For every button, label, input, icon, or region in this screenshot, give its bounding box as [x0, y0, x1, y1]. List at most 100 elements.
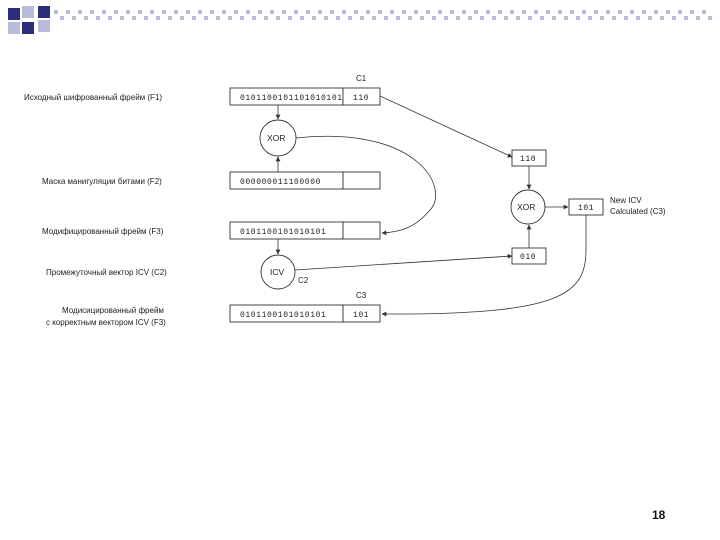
header-checker-square [558, 10, 562, 14]
side-box-top-value: 110 [520, 155, 536, 164]
label-final-frame-line1: Модисицированный фрейм [62, 306, 164, 315]
header-checker-square [444, 16, 448, 20]
header-checker-square [294, 10, 298, 14]
header-checker-square [300, 16, 304, 20]
header-checker-square [276, 16, 280, 20]
f1-icv: 110 [353, 94, 369, 103]
header-checker-square [252, 16, 256, 20]
f1-icv-box [342, 87, 381, 106]
header-checker-square [198, 10, 202, 14]
header-checker-square [630, 10, 634, 14]
header-checker-square [660, 16, 664, 20]
arrow-result-to-final [381, 215, 587, 317]
header-checker-square [666, 10, 670, 14]
header-checker-square [540, 16, 544, 20]
f3-bits: 0101100101010101 [240, 228, 326, 237]
header-checker-square [582, 10, 586, 14]
header-checker-square [162, 10, 166, 14]
header-checker-square [522, 10, 526, 14]
header-checker-square [84, 16, 88, 20]
header-checker-square [144, 16, 148, 20]
arrow-c1-to-side-top [379, 95, 513, 158]
header-checker-square [186, 10, 190, 14]
header-checker-square [516, 16, 520, 20]
header-checker-square [486, 10, 490, 14]
header-checker-square [528, 16, 532, 20]
final-bits: 0101100101010101 [240, 311, 326, 320]
label-c2: Промежуточный вектор ICV (C2) [46, 268, 167, 277]
header-checker-square [456, 16, 460, 20]
arrow-xor-to-f3 [295, 136, 437, 236]
header-checker-square [258, 10, 262, 14]
header-checker-square [342, 10, 346, 14]
header-checker-square [636, 16, 640, 20]
header-checker-square [72, 16, 76, 20]
slide-header-decoration [8, 6, 712, 34]
label-f1: Исходный шифрованный фрейм (F1) [24, 93, 162, 102]
header-checker-square [576, 16, 580, 20]
header-checker-square [498, 10, 502, 14]
header-checker-square [282, 10, 286, 14]
header-checker-square [408, 16, 412, 20]
header-checker-square [480, 16, 484, 20]
header-checker-square [96, 16, 100, 20]
header-checker-square [600, 16, 604, 20]
header-checker-square [426, 10, 430, 14]
header-checker-square [396, 16, 400, 20]
header-checker-square [468, 16, 472, 20]
new-icv-label-line2: Calculated (C3) [610, 207, 666, 216]
header-checker-square [684, 16, 688, 20]
header-checker-square [348, 16, 352, 20]
header-checker-square [672, 16, 676, 20]
header-checker-square [264, 16, 268, 20]
header-checker-square [90, 10, 94, 14]
header-checker-square [126, 10, 130, 14]
header-checker-square [66, 10, 70, 14]
header-checker-square [318, 10, 322, 14]
icv-node [260, 254, 296, 290]
header-checker-square [54, 10, 58, 14]
label-f3: Модифицированный фрейм (F3) [42, 227, 164, 236]
header-checker-square [324, 16, 328, 20]
header-checker-square [210, 10, 214, 14]
f2-bits: 000000011100000 [240, 178, 321, 187]
page-number: 18 [652, 508, 666, 522]
header-checker-square [360, 16, 364, 20]
tag-c2: C2 [298, 276, 309, 285]
header-checker-square [438, 10, 442, 14]
header-checker-square [534, 10, 538, 14]
header-checker-square [180, 16, 184, 20]
arrow-c2-to-side-bottom [294, 253, 513, 271]
header-checker-square [570, 10, 574, 14]
header-checker-square [588, 16, 592, 20]
header-checker-square [420, 16, 424, 20]
header-checker-square [168, 16, 172, 20]
header-checker-square [240, 16, 244, 20]
side-box-result-value: 101 [578, 204, 594, 213]
header-checker-square [624, 16, 628, 20]
header-checker-square [594, 10, 598, 14]
label-f2: Маска манигуляции битами (F2) [42, 177, 162, 186]
header-checker-square [390, 10, 394, 14]
new-icv-label-line1: New ICV [610, 196, 642, 205]
f2-icv-box [342, 171, 381, 190]
header-checker-square [234, 10, 238, 14]
header-checker-square [150, 10, 154, 14]
header-checker-square [306, 10, 310, 14]
header-checker-square [546, 10, 550, 14]
header-checker-square [648, 16, 652, 20]
header-checker-square [60, 16, 64, 20]
header-checker-square [432, 16, 436, 20]
tag-c1: C1 [356, 74, 367, 83]
header-checker-square [312, 16, 316, 20]
header-checker-square [216, 16, 220, 20]
header-checker-square [372, 16, 376, 20]
header-checker-square [606, 10, 610, 14]
label-final-frame-line2: с корректным вектором ICV (F3) [46, 318, 166, 327]
header-checker-square [354, 10, 358, 14]
header-checker-square [708, 16, 712, 20]
header-checker-square [102, 10, 106, 14]
header-checker-square [564, 16, 568, 20]
header-checker-square [108, 16, 112, 20]
